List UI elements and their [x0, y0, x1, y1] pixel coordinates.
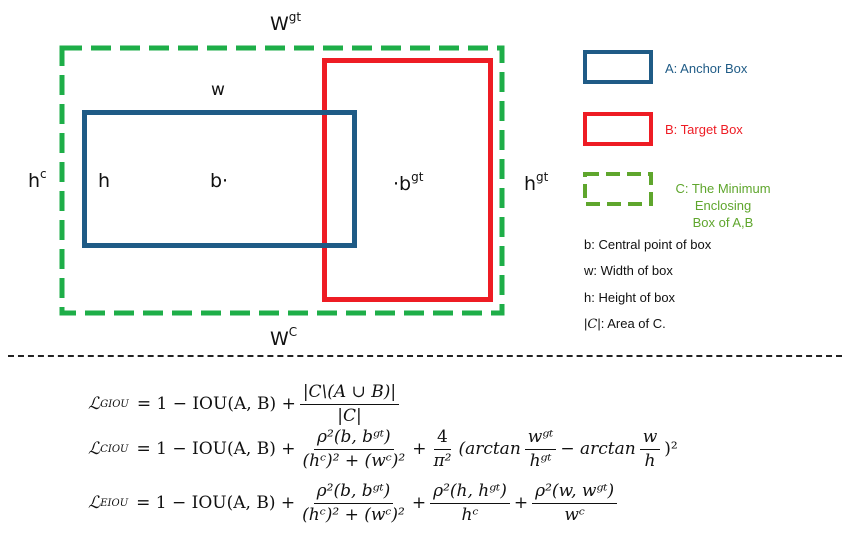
legend-swatch-target — [583, 112, 653, 146]
label-w-gt: Wgt — [270, 10, 302, 35]
label-h-gt: hgt — [524, 170, 549, 195]
legend-swatch-anchor — [583, 50, 653, 84]
legend-target-label: B: Target Box — [665, 122, 743, 137]
definition-c: |C|: Area of C. — [584, 316, 666, 332]
legend-enclosing-line1: C: The Minimum Enclosing — [675, 181, 771, 213]
anchor-box-a — [82, 110, 357, 248]
ciou-distance-fraction: ρ²(b, bᵍᵗ) (hᶜ)² + (wᶜ)² — [302, 427, 406, 471]
eiou-width-fraction: ρ²(w, wᵍᵗ) wᶜ — [532, 482, 618, 524]
giou-fraction: |C\(A ∪ B)| |C| — [299, 383, 400, 425]
definition-b: b: Central point of box — [584, 237, 712, 252]
legend-enclosing-line2: Box of A,B — [692, 215, 754, 230]
label-w: w — [211, 80, 225, 100]
section-separator — [8, 355, 842, 357]
label-w-c: WC — [270, 325, 298, 350]
label-h-c: hc — [28, 167, 47, 192]
legend-swatch-enclosing — [583, 172, 653, 206]
eiou-height-fraction: ρ²(h, hᵍᵗ) hᶜ — [430, 482, 510, 524]
definition-w: w: Width of box — [584, 263, 673, 278]
label-b-gt-center: ·bgt — [393, 170, 424, 195]
legend-anchor-label: A: Anchor Box — [665, 61, 748, 76]
target-box-b — [322, 58, 493, 302]
enclosing-box-c — [59, 45, 505, 316]
legend-enclosing-label: C: The Minimum Enclosing Box of A,B — [663, 180, 783, 231]
label-b-center: b· — [210, 170, 229, 192]
definition-h: h: Height of box — [584, 290, 676, 305]
ciou-gt-ratio: wᵍᵗ hᵍᵗ — [524, 428, 557, 470]
ciou-coefficient-fraction: 4 π² — [433, 427, 452, 471]
eiou-distance-fraction: ρ²(b, bᵍᵗ) (hᶜ)² + (wᶜ)² — [302, 481, 405, 525]
label-h: h — [98, 170, 111, 192]
ciou-pred-ratio: w h — [639, 428, 661, 470]
